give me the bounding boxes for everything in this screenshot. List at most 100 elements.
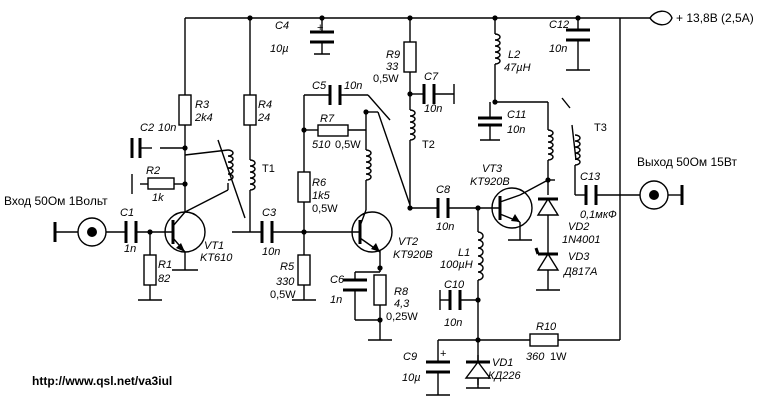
- c11-ref: C11: [507, 109, 526, 121]
- r6-value: 1k5: [312, 190, 331, 202]
- r9-body: [403, 41, 417, 73]
- r7-ref: R7: [320, 113, 335, 125]
- r7-value: 510: [312, 139, 331, 151]
- t3-primary: [547, 129, 554, 161]
- r8-power: 0,25W: [386, 311, 418, 323]
- c1-symbol: [124, 221, 138, 243]
- c2-ref: C2: [140, 122, 154, 134]
- l2-ref: L2: [508, 49, 520, 61]
- r6-ref: R6: [312, 177, 327, 189]
- c2-value: 10n: [158, 122, 176, 134]
- c1-value: 1n: [124, 243, 136, 255]
- diode-vd1: [464, 360, 492, 379]
- c7-value: 10n: [424, 103, 442, 115]
- r5-ref: R5: [280, 261, 295, 273]
- c6-ref: C6: [330, 274, 345, 286]
- c8-ref: C8: [436, 184, 451, 196]
- t1-secondary: [249, 159, 256, 191]
- junctions: [147, 15, 581, 343]
- c4-ref: C4: [275, 20, 289, 32]
- r5-body: [297, 254, 311, 286]
- vt1-ref: VT1: [204, 240, 224, 252]
- t2-primary: [365, 149, 372, 181]
- vt2-part: KT920B: [393, 249, 433, 261]
- r10-power: 1W: [550, 351, 567, 363]
- vd1-part: КД226: [488, 370, 521, 382]
- output-label: Выход 50Ом 15Вт: [637, 155, 737, 169]
- r1-value: 82: [158, 273, 170, 285]
- vd3-ref: VD3: [568, 251, 590, 263]
- vt2-ref: VT2: [398, 236, 418, 248]
- vd2-ref: VD2: [568, 221, 589, 233]
- diode-vd3: [534, 240, 560, 271]
- vt3-ref: VT3: [482, 163, 503, 175]
- r1-ref: R1: [158, 259, 172, 271]
- input-connector: [53, 217, 107, 247]
- t2-ref: T2: [422, 139, 435, 151]
- c12-value: 10n: [549, 43, 567, 55]
- l2-coil: [494, 33, 501, 65]
- c13-symbol: [584, 185, 598, 205]
- t3-secondary: [574, 134, 581, 166]
- c12-ref: C12: [549, 19, 569, 31]
- t1-ref: T1: [262, 163, 275, 175]
- r4-body: [243, 94, 257, 126]
- c9-ref: C9: [403, 351, 417, 363]
- c10-ref: C10: [444, 279, 465, 291]
- l1-ref: L1: [458, 247, 470, 259]
- c10-value: 10n: [444, 317, 462, 329]
- resistors: [143, 41, 559, 347]
- r10-body: [529, 333, 559, 347]
- output-connector: [639, 180, 684, 210]
- r6-power: 0,5W: [312, 203, 338, 215]
- l2-value: 47µH: [504, 62, 531, 74]
- transistor-vt3: [491, 187, 533, 229]
- l1-coil: [477, 231, 484, 281]
- c1-ref: C1: [120, 207, 134, 219]
- r4-value: 24: [257, 112, 270, 124]
- vd1-ref: VD1: [492, 357, 513, 369]
- r8-value: 4,3: [394, 298, 410, 310]
- r10-value: 360: [526, 351, 545, 363]
- diode-vd2: [536, 197, 560, 216]
- inductors: [227, 33, 581, 281]
- supply-terminal: [649, 10, 673, 26]
- c8-symbol: [436, 198, 450, 218]
- c13-ref: C13: [580, 171, 601, 183]
- r5-value: 330: [276, 276, 295, 288]
- r10-ref: R10: [536, 321, 557, 333]
- vt3-part: KT920B: [470, 176, 510, 188]
- input-label: Вход 50Ом 1Вольт: [4, 194, 108, 208]
- c9-polarity: +: [440, 348, 446, 360]
- c9-value: 10µ: [402, 372, 421, 384]
- c4-value: 10µ: [270, 43, 289, 55]
- transistor-vt1: [164, 211, 206, 253]
- r8-ref: R8: [394, 286, 409, 298]
- wires: [55, 17, 682, 396]
- r2-body: [147, 177, 175, 190]
- c9-symbol: [426, 360, 450, 374]
- r7-power: 0,5W: [335, 139, 361, 151]
- r2-value: 1k: [152, 192, 164, 204]
- r9-value: 33: [386, 61, 399, 73]
- r6-body: [297, 171, 311, 203]
- c5-value: 10n: [344, 80, 362, 92]
- c6-value: 1n: [330, 294, 342, 306]
- r2-ref: R2: [146, 165, 160, 177]
- r1-body: [143, 254, 157, 286]
- c4-polarity: +: [317, 22, 323, 34]
- c10-symbol: [448, 290, 462, 310]
- c7-symbol: [422, 84, 436, 104]
- r7-body: [317, 124, 349, 137]
- r9-ref: R9: [386, 49, 400, 61]
- l1-value: 100µH: [440, 259, 473, 271]
- r5-power: 0,5W: [270, 289, 296, 301]
- t2-secondary: [409, 109, 416, 141]
- r3-body: [178, 94, 192, 126]
- vd3-part: Д817А: [562, 266, 597, 278]
- supply-label: + 13,8В (2,5А): [676, 11, 754, 25]
- c3-value: 10n: [262, 246, 280, 258]
- c8-value: 10n: [436, 221, 454, 233]
- c6-symbol: [343, 271, 380, 292]
